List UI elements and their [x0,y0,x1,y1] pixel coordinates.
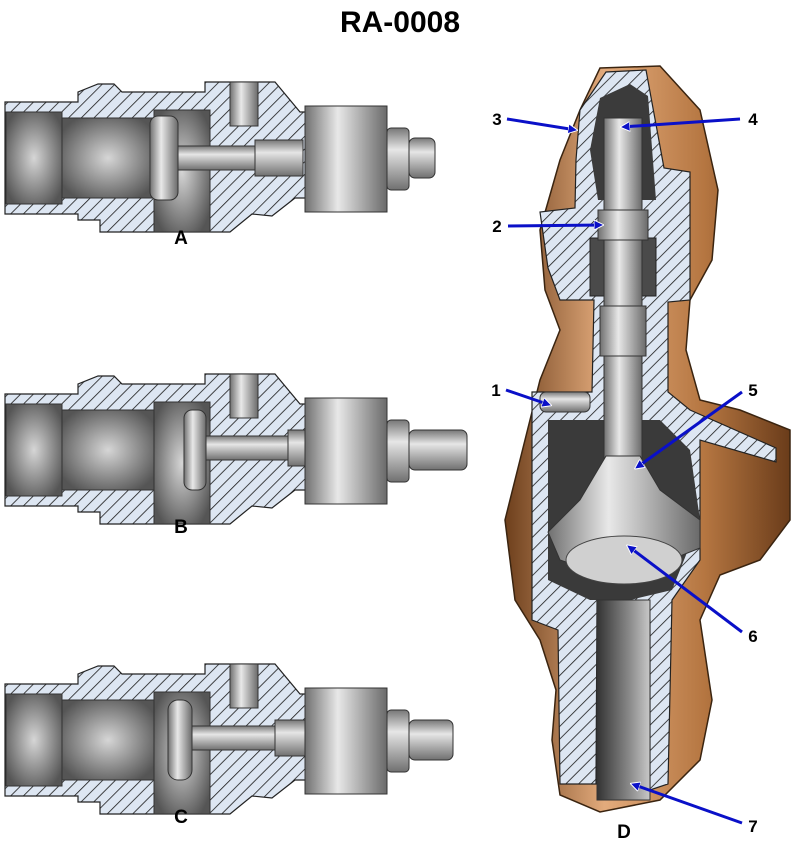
stem-tip [408,137,436,179]
seat-face [565,535,683,585]
side-port [229,81,259,127]
view-c-fitting [4,663,454,815]
view-label-d: D [617,822,631,843]
packing-screw [539,391,591,413]
callout-5: 5 [636,381,758,468]
packing-nut [304,687,388,795]
callout-number-5: 5 [748,381,757,400]
callout-7: 7 [632,784,758,836]
view-label-a: A [174,228,188,249]
packing-nut [304,397,388,505]
view-d-valve [504,65,791,813]
callout-number-4: 4 [748,110,758,129]
cap-end [386,127,410,191]
callout-6: 6 [628,546,758,646]
callout-number-7: 7 [748,817,757,836]
callout-number-6: 6 [748,627,757,646]
callout-number-3: 3 [492,110,501,129]
callout-2: 2 [492,217,602,236]
valve-stem [177,145,259,171]
callout-4: 4 [622,110,758,129]
stem-thread [254,139,304,177]
view-b-fitting [4,373,468,525]
view-label-c: C [174,807,188,828]
valve-stem [191,725,281,751]
valve-head [167,699,193,781]
callout-1: 1 [491,381,550,405]
valve-stem [603,117,643,479]
valve-stem [205,435,293,461]
callout-3: 3 [492,110,576,130]
callout-number-2: 2 [492,217,501,236]
valve-head [149,115,179,201]
valve-head [183,409,207,491]
callout-number-1: 1 [491,381,500,400]
inlet-bore [5,111,63,205]
view-a-fitting [4,81,436,233]
diagram-title: RA-0008 [339,6,461,39]
outlet-bore [596,599,651,801]
main-bore [61,117,155,199]
view-label-b: B [174,517,188,538]
stem-tip [408,429,468,471]
packing-nut [304,105,388,213]
stem-tip [408,719,454,761]
